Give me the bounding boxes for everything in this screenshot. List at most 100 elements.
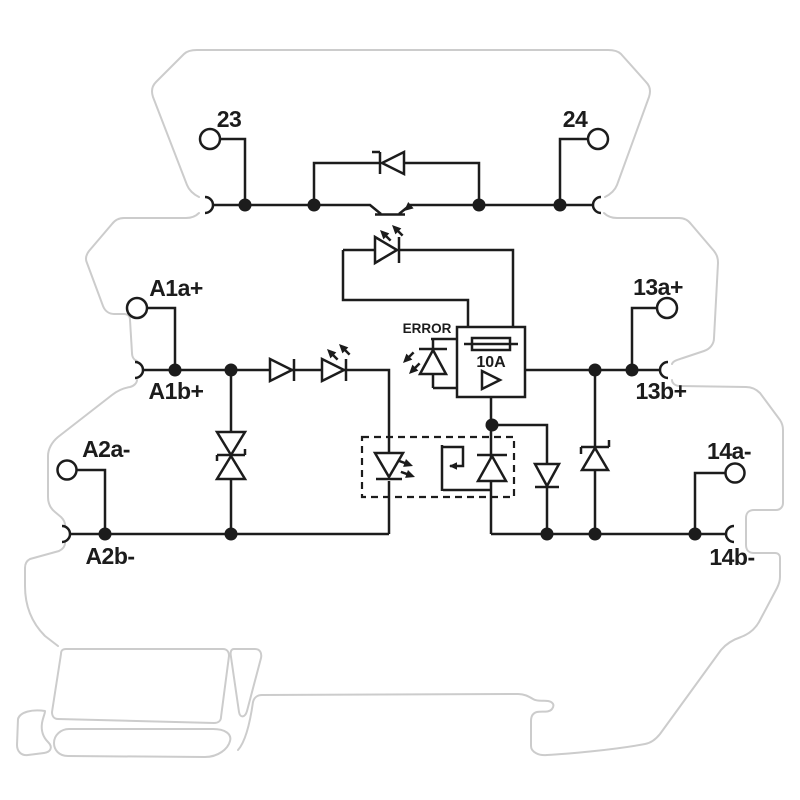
contact-arc-a2b <box>61 524 72 544</box>
tvs-bar <box>215 449 247 461</box>
wire-snubber-branch <box>492 423 549 534</box>
junction-dot <box>688 527 702 541</box>
driver-triangle-icon <box>480 368 503 392</box>
output-zener-triangle <box>579 445 611 472</box>
input-led <box>320 344 351 384</box>
output-zener-diode <box>579 440 611 472</box>
status-led <box>373 225 404 266</box>
junction-dot <box>485 418 499 432</box>
tvs-bottom-triangle <box>214 453 248 481</box>
housing-din-rail-slot <box>53 728 232 758</box>
label-terminal-23: 23 <box>217 106 242 132</box>
label-error: ERROR <box>403 321 452 336</box>
wire-status-led-loop <box>341 248 515 327</box>
junction-dots <box>98 198 702 541</box>
input-diode-triangle <box>268 356 295 384</box>
output-zener-bar <box>579 440 611 454</box>
contact-arc-24 <box>591 195 602 215</box>
contact-arcs <box>61 195 735 544</box>
label-terminal-14b: 14b- <box>709 544 754 570</box>
wire-terminal-23 <box>220 137 247 205</box>
test-point-24 <box>586 127 610 151</box>
housing-release-lever <box>51 648 230 724</box>
snubber-diode-triangle <box>532 462 562 489</box>
opto-led-light-arrows-icon <box>398 458 415 478</box>
wire-terminal-14a <box>693 471 725 534</box>
contact-arc-14b <box>724 524 735 544</box>
junction-dot <box>307 198 321 212</box>
wire-terminal-a2a <box>77 468 107 534</box>
transistor-symbol <box>375 201 414 216</box>
mosfet-arrow-icon <box>449 462 457 470</box>
tvs-top-triangle <box>214 430 248 458</box>
snubber-diode <box>532 462 562 489</box>
junction-dot <box>588 363 602 377</box>
opto-led <box>372 451 415 481</box>
error-led <box>403 337 457 390</box>
contact-arc-13b <box>658 360 669 380</box>
label-terminal-a2b: A2b- <box>85 543 134 569</box>
junction-dot <box>168 363 182 377</box>
wires <box>70 137 726 536</box>
output-mosfet <box>440 445 509 492</box>
junction-dot <box>224 527 238 541</box>
housing-left-tier2 <box>84 212 200 362</box>
housing-lever-sliver <box>229 648 263 718</box>
junction-dot <box>540 527 554 541</box>
housing-foot-hook <box>16 709 52 757</box>
input-series-diode <box>268 356 296 384</box>
test-point-14a <box>724 462 746 484</box>
test-point-13a <box>655 296 679 320</box>
junction-dot <box>625 363 639 377</box>
junction-dot <box>98 527 112 541</box>
housing-left-tier3 <box>47 379 138 526</box>
label-terminal-24: 24 <box>563 106 588 132</box>
zener-diode-2324 <box>372 149 406 177</box>
control-block: 10A <box>455 325 527 399</box>
wire-terminal-24 <box>558 137 588 205</box>
body-diode-triangle <box>475 453 509 483</box>
housing-right-base <box>237 379 784 757</box>
label-terminal-13a: 13a+ <box>633 274 683 300</box>
contact-arc-23 <box>204 195 215 215</box>
fuse-icon <box>464 336 518 352</box>
fuse-rating-label: 10A <box>476 354 506 371</box>
error-led-wires <box>431 337 457 390</box>
label-terminal-a2a: A2a- <box>82 436 130 462</box>
housing-right-tier2 <box>603 212 719 365</box>
wire-terminal-a1a <box>147 306 177 370</box>
junction-dot <box>553 198 567 212</box>
status-led-triangle <box>373 234 400 266</box>
label-terminal-a1b: A1b+ <box>149 378 204 404</box>
input-tvs-diode <box>214 430 248 481</box>
status-led-light-arrows-icon <box>380 225 404 242</box>
housing-left-base-edge <box>24 542 66 647</box>
transistor-arrow-icon <box>404 201 414 211</box>
optocoupler-box <box>360 435 516 499</box>
terminal-labels: 23 24 A1a+ A1b+ A2a- A2b- 13a+ 13b+ 14a-… <box>82 106 755 570</box>
error-led-light-arrows-icon <box>403 351 421 374</box>
housing-top-cap <box>151 49 651 198</box>
input-led-light-arrows-icon <box>327 344 351 361</box>
test-point-a2a <box>56 459 78 481</box>
housing-outline <box>16 49 784 758</box>
wire-2324-line <box>213 203 592 215</box>
wire-bypass-zener <box>312 161 481 205</box>
error-led-triangle <box>417 347 449 376</box>
label-terminal-13b: 13b+ <box>635 378 686 404</box>
test-point-a1a <box>125 296 149 320</box>
wire-a2b-line <box>70 481 391 536</box>
zener-2324-bar <box>372 150 382 174</box>
contact-arc-a1b <box>134 360 145 380</box>
label-terminal-14a: 14a- <box>707 438 751 464</box>
opto-led-triangle <box>372 451 406 480</box>
junction-dot <box>224 363 238 377</box>
junction-dot <box>472 198 486 212</box>
input-led-triangle <box>320 356 347 384</box>
test-point-circles <box>56 127 746 484</box>
zener-2324-triangle <box>379 149 406 177</box>
junction-dot <box>588 527 602 541</box>
label-terminal-a1a: A1a+ <box>149 275 203 301</box>
